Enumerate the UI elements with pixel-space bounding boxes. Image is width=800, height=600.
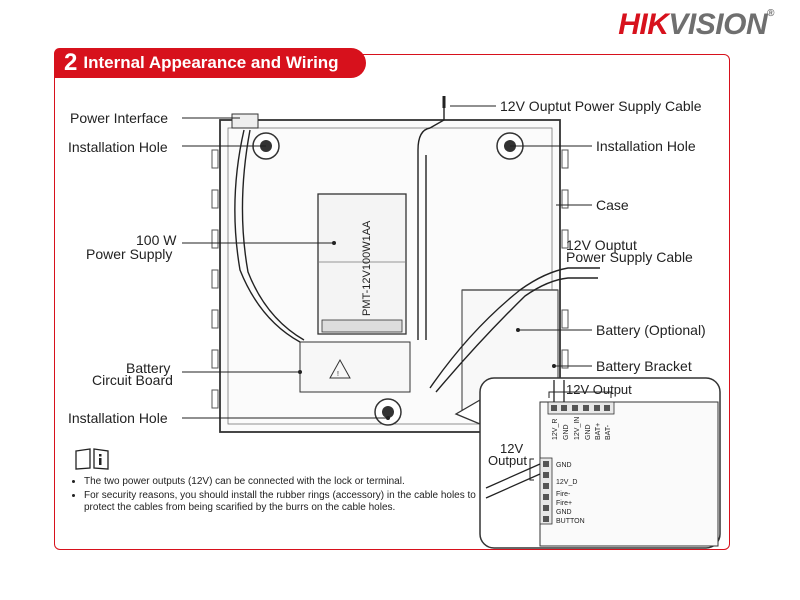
terminal-top-3: GND (585, 424, 592, 440)
terminal-top-5: BAT- (605, 424, 612, 440)
inset-top-title: 12V Output (566, 382, 632, 397)
installation-hole-bottom (374, 398, 402, 426)
inset-left-title-line2: Output (488, 453, 527, 468)
svg-text:!: ! (337, 371, 339, 378)
label-battery-optional: Battery (Optional) (596, 322, 706, 338)
label-case: Case (596, 197, 629, 213)
terminal-inset (454, 377, 721, 549)
terminal-top-1: GND (563, 424, 570, 440)
label-installation-hole-right: Installation Hole (596, 138, 696, 154)
power-interface-connector (231, 113, 259, 129)
label-power-supply-line2: Power Supply (86, 246, 172, 262)
terminal-left-2: Fire- (556, 491, 571, 498)
label-output-cable-top: 12V Ouptut Power Supply Cable (500, 98, 702, 114)
section-header: 2 Internal Appearance and Wiring (54, 48, 366, 78)
terminal-left-1: 12V_D (556, 479, 577, 486)
hikvision-logo: HIKVISION® (618, 8, 774, 41)
label-installation-hole-bottom: Installation Hole (68, 410, 168, 426)
label-output-cable-mid-line2: Power Supply Cable (566, 249, 693, 265)
terminal-left-5: BUTTON (556, 518, 585, 525)
note-item: For security reasons, you should install… (84, 490, 480, 514)
battery-circuit-board: ! (299, 341, 411, 393)
book-info-icon (75, 448, 109, 470)
leader-lines (182, 105, 592, 419)
label-battery-bracket: Battery Bracket (596, 358, 692, 374)
terminal-left-3: Fire+ (556, 500, 572, 507)
label-power-interface: Power Interface (70, 110, 168, 126)
section-number: 2 (64, 49, 78, 76)
power-supply-module: PMT-12V100W1AA (317, 193, 407, 335)
note-item: The two power outputs (12V) can be conne… (84, 476, 480, 488)
label-battery-cb-line2: Circuit Board (92, 372, 173, 388)
cables (234, 96, 600, 393)
terminal-top-0: 12V_R (552, 419, 559, 440)
label-output-cable-mid-line1: 12V Ouptut (566, 237, 637, 253)
psu-model-label: PMT-12V100W1AA (361, 220, 373, 316)
section-title: Internal Appearance and Wiring (83, 53, 339, 72)
label-power-supply-line1: 100 W (136, 232, 177, 248)
content-frame (54, 54, 730, 550)
label-installation-hole-top-left: Installation Hole (68, 139, 168, 155)
label-battery-cb-line1: Battery (126, 360, 170, 376)
terminal-left-4: GND (556, 509, 572, 516)
inset-left-title-line1: 12V (500, 441, 523, 456)
notes: The two power outputs (12V) can be conne… (70, 476, 480, 516)
terminal-top-4: BAT+ (595, 423, 602, 440)
terminal-top-2: 12V_IN (574, 417, 581, 440)
terminal-left-0: GND (556, 462, 572, 469)
